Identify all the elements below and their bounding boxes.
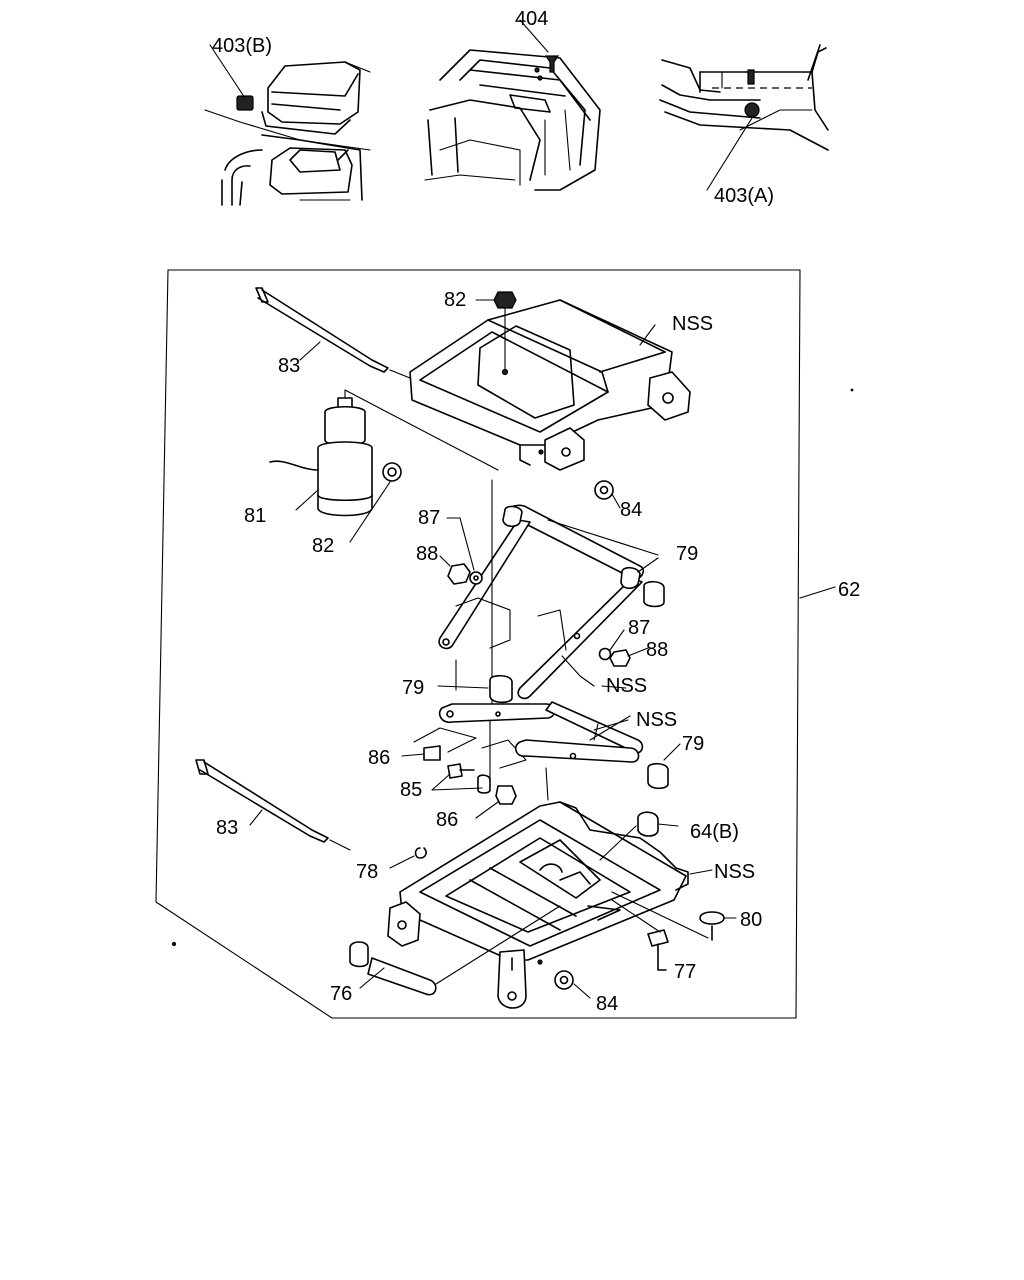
bolt-77 xyxy=(611,899,669,971)
detail-view-403a xyxy=(659,44,829,151)
rod-83-top xyxy=(255,287,411,379)
label-80: 80 xyxy=(740,909,762,931)
label-404: 404 xyxy=(515,8,548,30)
label-83-bottom: 83 xyxy=(216,817,238,839)
base-frame xyxy=(387,801,689,1009)
label-84-bottom: 84 xyxy=(596,993,618,1015)
label-82-top: 82 xyxy=(444,289,466,311)
spacer-76 xyxy=(349,905,561,996)
label-nss-lower: NSS xyxy=(636,709,677,731)
label-87-right: 87 xyxy=(628,617,650,639)
scissor-link-lower xyxy=(438,701,644,763)
nut-84-bottom xyxy=(554,970,574,990)
scissor-link-upper xyxy=(438,504,665,700)
label-88-left: 88 xyxy=(416,543,438,565)
bushing-79-right-low xyxy=(647,762,669,790)
nut-88-left xyxy=(447,563,471,585)
knob-80 xyxy=(611,891,737,941)
nut-82-top xyxy=(475,291,517,371)
bushing-64b xyxy=(637,811,659,837)
label-81: 81 xyxy=(244,505,266,527)
washer-87-left xyxy=(469,571,483,585)
leader-62 xyxy=(799,586,836,599)
label-nss-mid: NSS xyxy=(606,675,647,697)
label-77: 77 xyxy=(674,961,696,983)
label-79-right-top: 79 xyxy=(676,543,698,565)
label-403a: 403(A) xyxy=(714,185,774,207)
label-79-right-low: 79 xyxy=(682,733,704,755)
label-88-right: 88 xyxy=(646,639,668,661)
label-83-top: 83 xyxy=(278,355,300,377)
label-nss-bottom: NSS xyxy=(714,861,755,883)
label-403b: 403(B) xyxy=(212,35,272,57)
detail-view-404 xyxy=(424,49,601,191)
label-nss-top: NSS xyxy=(672,313,713,335)
label-78: 78 xyxy=(356,861,378,883)
nut-84-top xyxy=(594,480,614,500)
label-87-left: 87 xyxy=(418,507,440,529)
label-84-top: 84 xyxy=(620,499,642,521)
label-86-bottom: 86 xyxy=(436,809,458,831)
nut-82-mid xyxy=(382,462,402,482)
shock-absorber-81 xyxy=(269,389,499,517)
label-85: 85 xyxy=(400,779,422,801)
label-76: 76 xyxy=(330,983,352,1005)
label-62: 62 xyxy=(838,579,860,601)
top-leaders xyxy=(209,19,753,191)
washer-87-right xyxy=(598,647,612,661)
label-64b: 64(B) xyxy=(690,821,739,843)
label-79-mid: 79 xyxy=(402,677,424,699)
part-labels: 403(B) 404 403(A) 82 NSS 83 81 82 84 87 … xyxy=(212,8,860,1015)
bolts-85-86 xyxy=(401,745,517,819)
label-82-mid: 82 xyxy=(312,535,334,557)
label-86-top: 86 xyxy=(368,747,390,769)
upper-frame xyxy=(409,299,691,471)
label-leaders xyxy=(295,324,713,875)
bushing-79-mid xyxy=(489,674,513,704)
rod-83-bottom xyxy=(195,759,351,851)
nut-88-right xyxy=(609,649,631,667)
detail-view-403b xyxy=(204,61,371,206)
clip-78 xyxy=(414,847,427,859)
assembly-boundary xyxy=(155,269,801,1019)
